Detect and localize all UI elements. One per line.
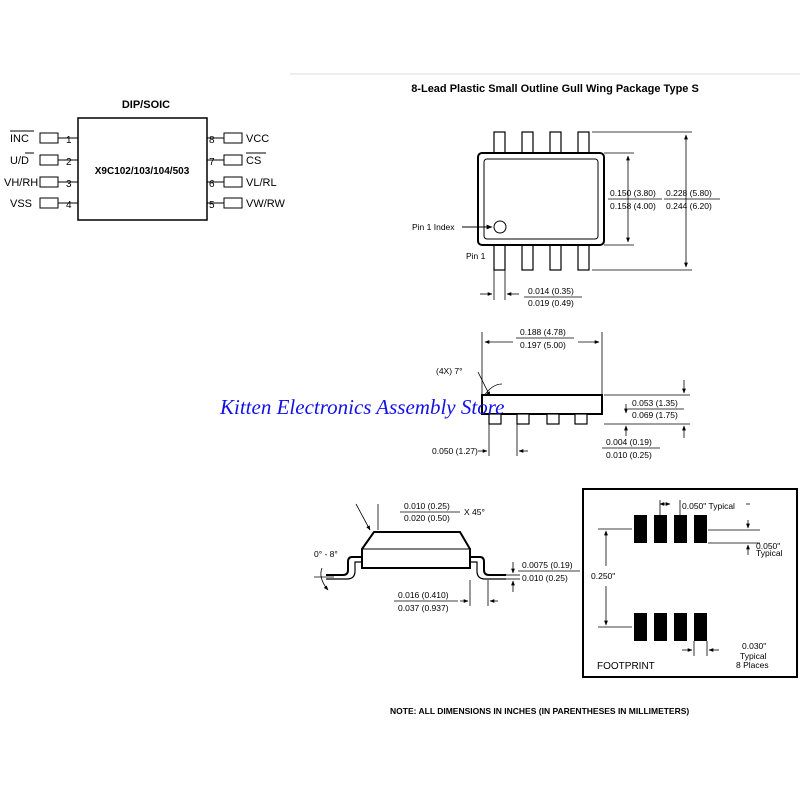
chamfer-dim-min: 0.010 (0.25) bbox=[404, 501, 450, 511]
overall-width-dim-min: 0.228 (5.80) bbox=[666, 188, 712, 198]
pin-pad-7 bbox=[223, 154, 243, 166]
pin1-label: Pin 1 bbox=[466, 251, 486, 261]
height-dim-max: 0.069 (1.75) bbox=[632, 410, 678, 420]
pin-number-3: 3 bbox=[66, 179, 72, 190]
pin-number-1: 1 bbox=[66, 135, 72, 146]
pad-pitch-label: 0.050" Typical bbox=[682, 501, 735, 511]
pinout-title: DIP/SOIC bbox=[122, 99, 170, 111]
lead-width-dim-min: 0.014 (0.35) bbox=[528, 286, 574, 296]
foot-length-dim-min: 0.016 (0.410) bbox=[398, 590, 449, 600]
chip-label: X9C102/103/104/503 bbox=[95, 166, 190, 177]
pin-pad-1 bbox=[39, 132, 59, 144]
pin-pad-3 bbox=[39, 176, 59, 188]
length-dim-min: 0.188 (4.78) bbox=[520, 327, 566, 337]
lead-width-dim-max: 0.019 (0.49) bbox=[528, 298, 574, 308]
footprint-title: FOOTPRINT bbox=[597, 661, 655, 672]
pin-number-2: 2 bbox=[66, 157, 72, 168]
pin-pad-2 bbox=[39, 154, 59, 166]
length-dim-max: 0.197 (5.00) bbox=[520, 340, 566, 350]
pad-length-typical: Typical bbox=[756, 548, 783, 558]
lead-thickness-dim-max: 0.010 (0.25) bbox=[522, 573, 568, 583]
side-view: 0.188 (4.78) 0.197 (5.00) (4X) 7° 0.053 … bbox=[432, 327, 690, 460]
package-title: 8-Lead Plastic Small Outline Gull Wing P… bbox=[411, 83, 699, 95]
pin-pad-6 bbox=[223, 176, 243, 188]
lead-angle-label: 0° - 8° bbox=[314, 549, 338, 559]
footprint-frame bbox=[582, 488, 798, 678]
pin-name-7: CS bbox=[246, 155, 261, 167]
pad-span-label: 0.250" bbox=[591, 571, 615, 581]
overall-width-dim-max: 0.244 (6.20) bbox=[666, 201, 712, 211]
pin-name-5: VW/RW bbox=[246, 198, 286, 210]
top-view: Pin 1 Index Pin 1 0.150 (3.80) 0.158 (4.… bbox=[412, 131, 720, 308]
pin-name-8: VCC bbox=[246, 133, 269, 145]
mold-angle-label: (4X) 7° bbox=[436, 366, 463, 376]
standoff-dim-min: 0.004 (0.19) bbox=[606, 437, 652, 447]
foot-length-dim-max: 0.037 (0.937) bbox=[398, 603, 449, 613]
pin-pad-8 bbox=[223, 132, 243, 144]
pin-number-8: 8 bbox=[209, 135, 215, 146]
pin-name-3: VH/RH bbox=[4, 177, 38, 189]
package-body-end bbox=[361, 531, 471, 569]
pin-name-6: VL/RL bbox=[246, 177, 277, 189]
body-width-dim-min: 0.150 (3.80) bbox=[610, 188, 656, 198]
height-dim-min: 0.053 (1.35) bbox=[632, 398, 678, 408]
footprint-diagram: 0.050" Typical 0.050" Typical 0.250" 0.0… bbox=[582, 488, 798, 678]
pitch-dim: 0.050 (1.27) bbox=[432, 446, 478, 456]
pin1-index-dot bbox=[493, 220, 507, 234]
end-view: 0.010 (0.25) 0.020 (0.50) X 45° 0° - 8° … bbox=[314, 501, 580, 613]
pad-width-typical: Typical bbox=[740, 651, 767, 661]
pin-number-4: 4 bbox=[66, 200, 72, 211]
chamfer-suffix: X 45° bbox=[464, 507, 485, 517]
body-width-dim-max: 0.158 (4.00) bbox=[610, 201, 656, 211]
pin1-index-label: Pin 1 Index bbox=[412, 222, 455, 232]
right-pins: 8 VCC 7 CS 6 VL/RL 5 VW/RW bbox=[207, 132, 286, 211]
pin-number-6: 6 bbox=[209, 179, 215, 190]
pin-pad-5 bbox=[223, 197, 243, 209]
pin-name-4: VSS bbox=[10, 198, 32, 210]
package-body-side bbox=[481, 394, 603, 415]
watermark-text: Kitten Electronics Assembly Store bbox=[219, 395, 504, 419]
pin-name-1: INC bbox=[10, 133, 29, 145]
pinout-diagram: DIP/SOIC X9C102/103/104/503 1 INC 2 U/D … bbox=[4, 99, 286, 221]
pin-pad-4 bbox=[39, 197, 59, 209]
standoff-dim-max: 0.010 (0.25) bbox=[606, 450, 652, 460]
chip-body bbox=[77, 117, 208, 221]
dimension-note: NOTE: ALL DIMENSIONS IN INCHES (IN PAREN… bbox=[390, 706, 689, 716]
left-pins: 1 INC 2 U/D 3 VH/RH 4 VSS bbox=[4, 130, 78, 211]
chamfer-dim-max: 0.020 (0.50) bbox=[404, 513, 450, 523]
pad-length-label: 0.050" bbox=[756, 541, 780, 551]
package-body-top bbox=[477, 152, 605, 246]
pin-name-2: U/D bbox=[10, 155, 29, 167]
pin-number-5: 5 bbox=[209, 200, 215, 211]
pad-width-label: 0.030" bbox=[742, 641, 766, 651]
pin-number-7: 7 bbox=[209, 157, 215, 168]
lead-thickness-dim-min: 0.0075 (0.19) bbox=[522, 560, 573, 570]
pad-width-count: 8 Places bbox=[736, 660, 769, 670]
